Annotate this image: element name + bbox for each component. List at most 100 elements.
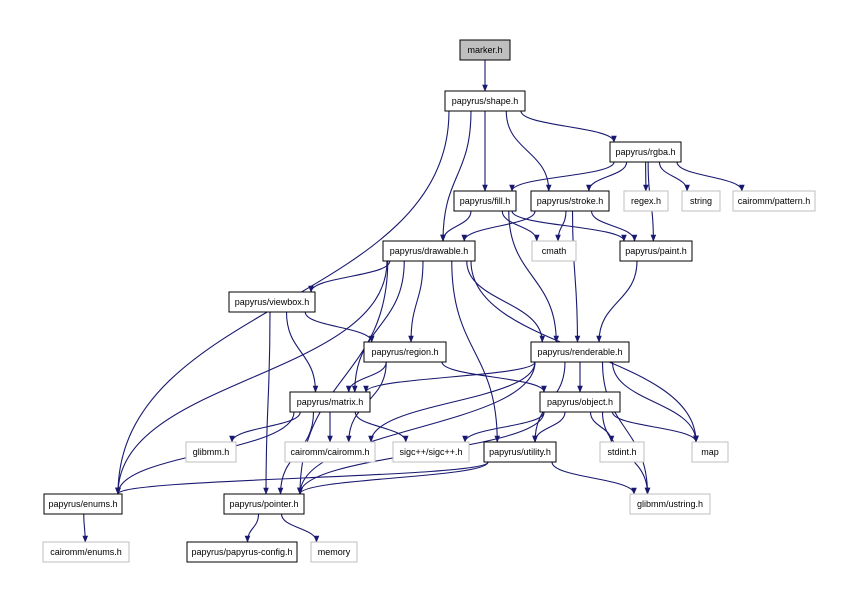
node-cairomm-h[interactable]: cairomm/cairomm.h bbox=[284, 441, 376, 463]
node-fill-h[interactable]: papyrus/fill.h bbox=[453, 190, 517, 212]
node-ustring-h[interactable]: glibmm/ustring.h bbox=[629, 493, 711, 515]
edge-shape-h-to-rgba-h bbox=[520, 110, 617, 143]
node-label: map bbox=[701, 447, 719, 457]
node-regex-h[interactable]: regex.h bbox=[623, 190, 669, 212]
node-label: papyrus/utility.h bbox=[489, 447, 551, 457]
node-cairomm-enums-h[interactable]: cairomm/enums.h bbox=[42, 541, 130, 563]
edge-utility-h-to-enums-h bbox=[115, 461, 489, 495]
node-label: glibmm.h bbox=[193, 447, 230, 457]
node-paint-h[interactable]: papyrus/paint.h bbox=[619, 240, 693, 262]
edge-object-h-to-sigc-h bbox=[462, 411, 545, 443]
edge-paint-h-to-renderable-h bbox=[596, 260, 638, 343]
node-label: papyrus/stroke.h bbox=[537, 196, 604, 206]
node-matrix-h[interactable]: papyrus/matrix.h bbox=[289, 391, 371, 413]
edge-shape-h-to-stroke-h bbox=[505, 110, 552, 192]
edge-viewbox-h-to-region-h bbox=[304, 311, 375, 343]
node-region-h[interactable]: papyrus/region.h bbox=[363, 341, 447, 363]
edge-fill-h-to-cmath bbox=[501, 210, 540, 242]
edge-renderable-h-to-cairomm-h bbox=[368, 361, 536, 443]
edge-drawable-h-to-renderable-h bbox=[466, 260, 546, 343]
edge-shape-h-to-drawable-h bbox=[440, 110, 472, 242]
edge-rgba-h-to-fill-h bbox=[509, 161, 615, 192]
node-string[interactable]: string bbox=[681, 190, 721, 212]
node-pattern-h[interactable]: cairomm/pattern.h bbox=[732, 190, 816, 212]
node-utility-h[interactable]: papyrus/utility.h bbox=[483, 441, 557, 463]
node-memory[interactable]: memory bbox=[310, 541, 358, 563]
edge-renderable-h-to-map bbox=[611, 361, 699, 443]
edge-region-h-to-matrix-h bbox=[345, 361, 387, 393]
edge-fill-h-to-paint-h bbox=[511, 210, 627, 242]
node-label: regex.h bbox=[631, 196, 661, 206]
node-cmath[interactable]: cmath bbox=[531, 240, 577, 262]
node-label: glibmm/ustring.h bbox=[637, 499, 703, 509]
edge-drawable-h-to-region-h bbox=[408, 260, 424, 343]
node-sigc-h[interactable]: sigc++/sigc++.h bbox=[392, 441, 470, 463]
node-label: papyrus/shape.h bbox=[452, 96, 519, 106]
node-label: papyrus/viewbox.h bbox=[235, 297, 310, 307]
edge-stroke-h-to-drawable-h bbox=[461, 210, 536, 242]
node-stroke-h[interactable]: papyrus/stroke.h bbox=[530, 190, 610, 212]
node-label: papyrus/drawable.h bbox=[390, 246, 469, 256]
node-map[interactable]: map bbox=[691, 441, 729, 463]
node-label: papyrus/renderable.h bbox=[537, 347, 622, 357]
node-label: cairomm/enums.h bbox=[50, 547, 122, 557]
edge-fill-h-to-renderable-h bbox=[508, 210, 560, 343]
edge-utility-h-to-ustring-h bbox=[551, 461, 637, 495]
edge-viewbox-h-to-pointer-h bbox=[263, 311, 271, 495]
edge-region-h-to-object-h bbox=[441, 361, 547, 393]
edge-stroke-h-to-paint-h bbox=[590, 210, 638, 242]
node-label: marker.h bbox=[467, 45, 502, 55]
node-label: cairomm/cairomm.h bbox=[290, 447, 369, 457]
edge-pointer-h-to-config-h bbox=[244, 513, 260, 543]
edge-enums-h-to-cenums-h bbox=[82, 513, 89, 543]
nodes: marker.h papyrus/shape.h papyrus/rgba.h … bbox=[42, 39, 816, 563]
node-pointer-h[interactable]: papyrus/pointer.h bbox=[223, 493, 305, 515]
node-label: papyrus/region.h bbox=[371, 347, 438, 357]
node-object-h[interactable]: papyrus/object.h bbox=[539, 391, 621, 413]
node-label: papyrus/object.h bbox=[547, 397, 613, 407]
node-rgba-h[interactable]: papyrus/rgba.h bbox=[609, 141, 682, 163]
node-label: memory bbox=[318, 547, 351, 557]
edge-drawable-h-to-enums-h bbox=[115, 260, 388, 495]
node-label: stdint.h bbox=[607, 447, 636, 457]
edge-drawable-h-to-viewbox-h bbox=[308, 260, 391, 293]
node-label: cmath bbox=[542, 246, 567, 256]
edge-drawable-h-to-matrix-h bbox=[351, 260, 405, 393]
node-glibmm-h[interactable]: glibmm.h bbox=[185, 441, 237, 463]
edge-renderable-h-to-pointer-h bbox=[297, 361, 536, 495]
edge-object-h-to-utility-h bbox=[532, 411, 566, 443]
node-label: papyrus/matrix.h bbox=[297, 397, 364, 407]
node-label: papyrus/papyrus-config.h bbox=[191, 547, 292, 557]
edge-object-h-to-map bbox=[611, 411, 699, 443]
node-label: papyrus/fill.h bbox=[460, 196, 511, 206]
edges bbox=[82, 60, 745, 543]
edge-renderable-h-to-matrix-h bbox=[363, 361, 536, 393]
edge-pointer-h-to-memory bbox=[280, 513, 320, 543]
edge-renderable-h-to-ustring-h bbox=[601, 361, 651, 495]
edge-rgba-h-to-pattern-h bbox=[676, 161, 745, 192]
node-viewbox-h[interactable]: papyrus/viewbox.h bbox=[228, 291, 316, 313]
node-label: papyrus/paint.h bbox=[625, 246, 687, 256]
node-papyrus-config-h[interactable]: papyrus/papyrus-config.h bbox=[186, 541, 298, 563]
node-label: papyrus/rgba.h bbox=[615, 147, 675, 157]
edge-drawable-h-to-utility-h bbox=[451, 260, 501, 443]
node-drawable-h[interactable]: papyrus/drawable.h bbox=[382, 240, 476, 262]
edge-fill-h-to-drawable-h bbox=[440, 210, 472, 242]
node-stdint-h[interactable]: stdint.h bbox=[599, 441, 645, 463]
node-label: papyrus/pointer.h bbox=[229, 499, 298, 509]
node-renderable-h[interactable]: papyrus/renderable.h bbox=[530, 341, 630, 363]
node-label: sigc++/sigc++.h bbox=[399, 447, 462, 457]
edge-object-h-to-stdint-h bbox=[589, 411, 615, 443]
edge-rgba-h-to-stroke-h bbox=[586, 161, 628, 192]
node-label: papyrus/enums.h bbox=[48, 499, 117, 509]
edge-rgba-h-to-string bbox=[658, 161, 690, 192]
edge-utility-h-to-pointer-h bbox=[297, 461, 489, 495]
node-shape-h[interactable]: papyrus/shape.h bbox=[444, 90, 526, 112]
node-label: cairomm/pattern.h bbox=[738, 196, 811, 206]
node-marker-h[interactable]: marker.h bbox=[459, 39, 511, 61]
edge-matrix-h-to-glibmm-h bbox=[229, 411, 301, 443]
node-enums-h[interactable]: papyrus/enums.h bbox=[43, 493, 123, 515]
node-label: string bbox=[690, 196, 712, 206]
edge-matrix-h-to-sigc-h bbox=[354, 411, 409, 443]
